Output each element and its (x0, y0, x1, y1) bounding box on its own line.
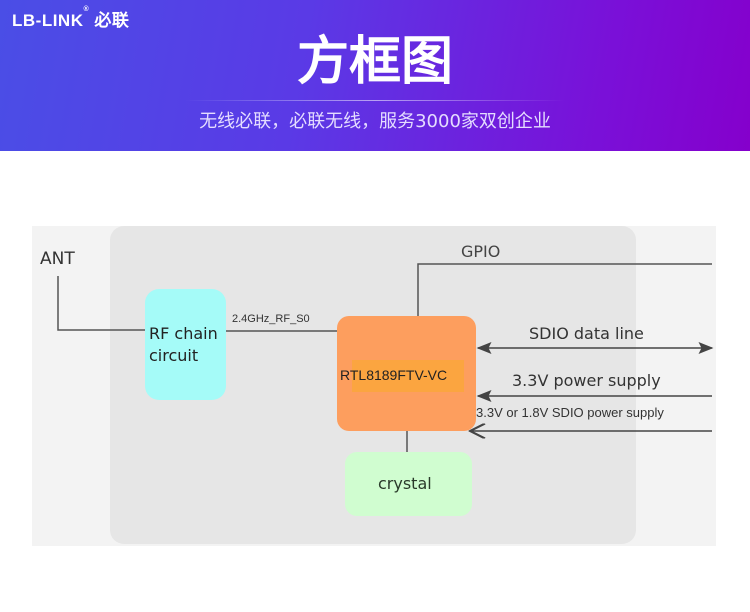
power-supply-label: 3.3V power supply (512, 371, 661, 390)
header-banner: LB-LINK® 必联 方框图 无线必联，必联无线，服务3000家双创企业 (0, 0, 750, 151)
gpio-line (417, 263, 712, 316)
gpio-label: GPIO (461, 242, 501, 261)
rf-block-label-line1: RF chain (149, 324, 218, 343)
brand-name-cn: 必联 (94, 11, 130, 30)
brand-name: LB-LINK (12, 11, 84, 30)
crystal-label: crystal (378, 474, 432, 493)
page-title: 方框图 (296, 32, 453, 92)
title-divider (185, 100, 565, 101)
antenna-label: ANT (40, 249, 75, 269)
page-subtitle: 无线必联，必联无线，服务3000家双创企业 (199, 111, 551, 132)
sdio-data-label: SDIO data line (529, 324, 644, 343)
registered-mark: ® (83, 6, 90, 13)
rf-block-label-line2: circuit (149, 346, 199, 365)
antenna-line (57, 276, 145, 331)
chip-label: RTL8189FTV-VC (340, 367, 448, 383)
rf-signal-label: 2.4GHz_RF_S0 (232, 313, 310, 325)
brand-logo: LB-LINK® 必联 (12, 6, 129, 31)
crystal-block (345, 452, 472, 516)
rf-chain-block (145, 289, 226, 400)
chip-label-highlight (352, 360, 464, 392)
sdio-power-label: 3.3V or 1.8V SDIO power supply (476, 405, 664, 420)
